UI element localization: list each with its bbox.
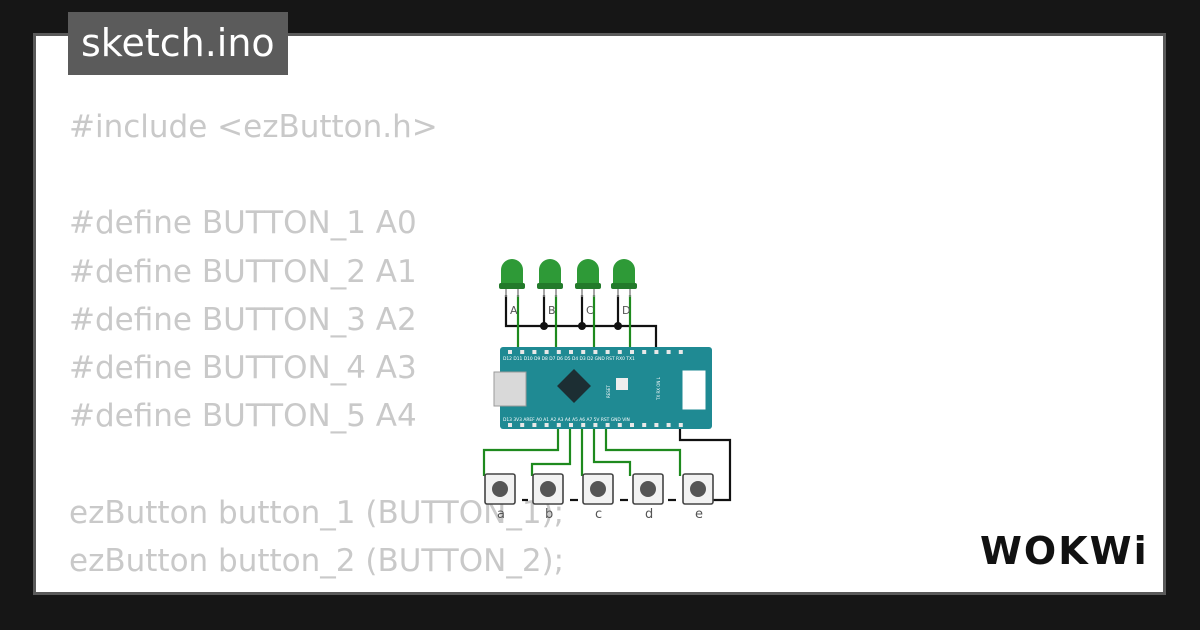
file-tab-title: sketch.ino	[68, 12, 288, 75]
code-line: ezButton button_1 (BUTTON_1);	[69, 494, 565, 531]
pushbutton-e[interactable]: e	[682, 473, 714, 522]
code-line: #define BUTTON_5 A4	[69, 398, 417, 435]
board-pin[interactable]	[581, 350, 586, 354]
pushbutton-label: c	[595, 507, 602, 522]
code-line: ezButton button_3 (BUTTON_3);	[69, 585, 564, 592]
arduino-nano-board[interactable]: D12 D11 D10 D9 D8 D7 D6 D5 D4 D3 D2 GND …	[493, 347, 712, 429]
led-group: A B C D	[499, 259, 637, 317]
led-b[interactable]: B	[537, 259, 563, 317]
pushbutton-a[interactable]: a	[484, 473, 516, 522]
board-reset-label: RESET	[606, 385, 611, 398]
board-pin[interactable]	[544, 423, 549, 427]
signal-wires	[482, 295, 682, 476]
led-c[interactable]: C	[575, 259, 601, 317]
code-line: #define BUTTON_1 A0	[69, 205, 417, 242]
board-pin[interactable]	[654, 350, 659, 354]
code-line: ezButton button_2 (BUTTON_2);	[69, 542, 565, 579]
board-pin[interactable]	[593, 350, 598, 354]
code-line: #define BUTTON_2 A1	[69, 253, 417, 290]
circuit-diagram: A B C D D12 D11 D10 D9 D8 D7 D6 D5 D4 D3 D2…	[482, 259, 732, 522]
board-pin[interactable]	[569, 423, 573, 427]
code-listing: #include <ezButton.h> #define BUTTON_1 A0…	[69, 103, 565, 592]
board-pin[interactable]	[630, 423, 634, 427]
board-pin[interactable]	[678, 350, 683, 354]
board-bottom-pins	[508, 423, 683, 427]
board-pin[interactable]	[605, 350, 610, 354]
usb-connector-icon	[493, 371, 527, 407]
pushbutton-b[interactable]: b	[532, 473, 564, 522]
board-pin[interactable]	[593, 423, 598, 427]
board-pin[interactable]	[666, 423, 671, 427]
code-line: #include <ezButton.h>	[69, 109, 438, 145]
board-pin[interactable]	[532, 423, 537, 427]
board-pin[interactable]	[630, 350, 634, 354]
board-pin[interactable]	[508, 423, 512, 427]
led-label: A	[510, 304, 518, 317]
pushbutton-label: b	[545, 507, 553, 522]
board-pin[interactable]	[569, 350, 573, 354]
code-line	[69, 151, 564, 199]
pushbutton-label: e	[695, 507, 703, 522]
led-a[interactable]: A	[499, 259, 525, 317]
board-top-pin-labels: D12 D11 D10 D9 D8 D7 D6 D5 D4 D3 D2 GND …	[503, 356, 635, 362]
pushbutton-group: a b c d e	[484, 473, 714, 522]
wokwi-logo-text: WOKWi	[980, 529, 1149, 573]
board-pin[interactable]	[617, 350, 622, 354]
board-pin[interactable]	[556, 350, 561, 354]
board-pin[interactable]	[520, 350, 525, 354]
code-line: #define BUTTON_3 A2	[69, 301, 417, 338]
pushbutton-c[interactable]: c	[582, 473, 614, 522]
code-line: #define BUTTON_4 A3	[69, 349, 417, 386]
board-pin[interactable]	[617, 423, 622, 427]
led-label: D	[622, 304, 630, 317]
board-pin[interactable]	[654, 423, 659, 427]
board-pin[interactable]	[605, 423, 610, 427]
board-pin[interactable]	[544, 350, 549, 354]
pushbutton-label: a	[497, 507, 505, 522]
board-pin[interactable]	[520, 423, 525, 427]
board-pin[interactable]	[642, 423, 647, 427]
board-pin[interactable]	[532, 350, 537, 354]
board-pin[interactable]	[581, 423, 586, 427]
board-pin[interactable]	[642, 350, 647, 354]
wokwi-logo: WOKWi	[980, 529, 1149, 573]
icsp-header	[681, 369, 707, 411]
led-d[interactable]: D	[611, 259, 637, 317]
board-led-labels: TX RX ON L	[656, 376, 661, 401]
board-pin[interactable]	[556, 423, 561, 427]
led-label: C	[586, 304, 594, 317]
board-pin[interactable]	[678, 423, 683, 427]
led-label: B	[548, 304, 556, 317]
board-bottom-pin-labels: D13 3V3 AREF A0 A1 A2 A3 A4 A5 A6 A7 5V …	[503, 417, 630, 423]
pushbutton-d[interactable]: d	[632, 473, 664, 522]
board-top-pins	[508, 350, 683, 354]
board-pin[interactable]	[666, 350, 671, 354]
wire-junctions	[540, 322, 622, 330]
board-pin[interactable]	[508, 350, 512, 354]
pushbutton-label: d	[645, 507, 653, 522]
reset-button[interactable]	[616, 378, 628, 390]
